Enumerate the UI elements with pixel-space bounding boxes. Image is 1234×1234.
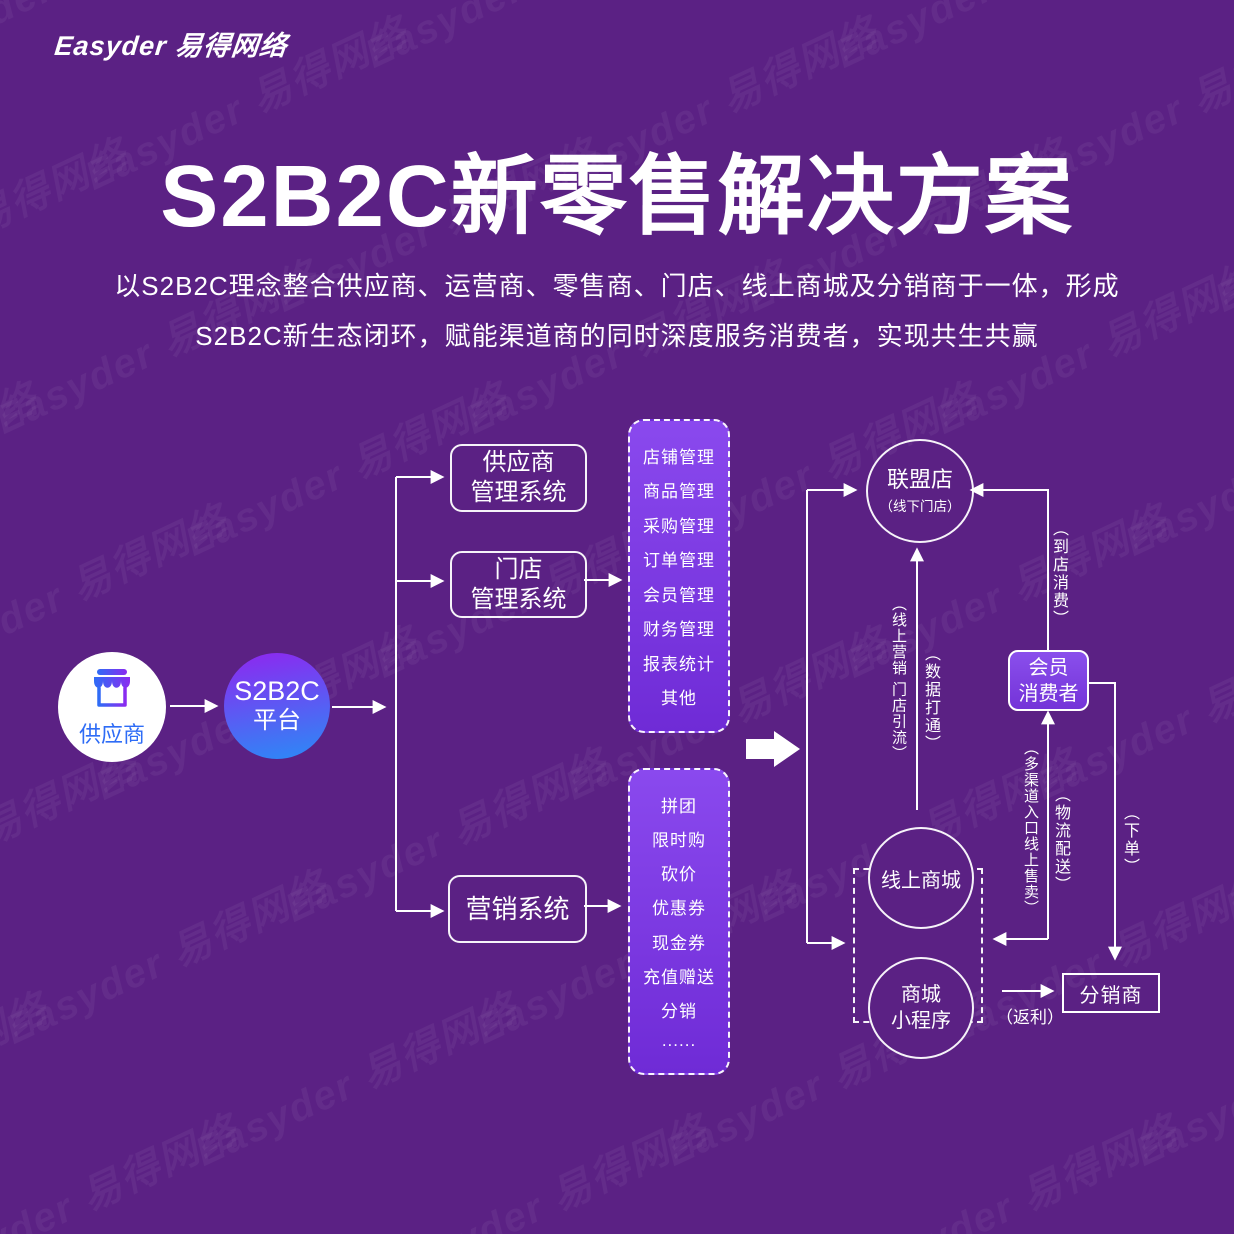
member-label-line1: 会员	[1028, 656, 1069, 679]
platform-label-line1: S2B2C	[234, 676, 320, 707]
panel-item: 财务管理	[643, 620, 715, 640]
brand-logo: Easyder 易得网络	[53, 31, 289, 61]
panel-item: 现金券	[652, 933, 706, 953]
storefront-icon	[88, 667, 136, 714]
platform-label-line2: 平台	[253, 707, 301, 735]
supplier-management-system-box: 供应商 管理系统	[450, 444, 587, 512]
edge-label-data-through: （数据打通）	[922, 645, 939, 753]
big-flow-arrow	[746, 731, 800, 767]
panel-item: 商品管理	[643, 482, 715, 502]
distributor-node: 分销商	[1062, 973, 1160, 1013]
supplier-label: 供应商	[78, 722, 145, 747]
panel-item: 会员管理	[643, 585, 715, 605]
mall-mini-program-node: 商城 小程序	[868, 957, 974, 1059]
store-management-system-box: 门店 管理系统	[450, 551, 587, 618]
system-box-label: 管理系统	[470, 585, 567, 613]
member-label-line2: 消费者	[1018, 682, 1079, 705]
panel-item: 报表统计	[643, 654, 715, 674]
panel-item: 其他	[661, 688, 697, 708]
edge-label-online-marketing: （线上营销 门店引流）	[890, 596, 907, 762]
panel-item: 限时购	[652, 831, 706, 851]
s2b2c-platform-node: S2B2C 平台	[224, 653, 330, 759]
arrow-member-to-distributor	[1089, 682, 1122, 961]
page-title: S2B2C新零售解决方案	[160, 148, 1074, 245]
management-feature-panel: 店铺管理 商品管理 采购管理 订单管理 会员管理 财务管理 报表统计 其他	[628, 419, 730, 733]
system-box-label: 管理系统	[470, 479, 567, 506]
panel-item: 采购管理	[643, 516, 715, 536]
subtitle-line-2: S2B2C新生态闭环，赋能渠道商的同时深度服务消费者，实现共生共赢	[195, 321, 1039, 351]
distributor-label: 分销商	[1079, 984, 1143, 1007]
panel-item: 拼团	[661, 797, 697, 816]
mini-program-label-line1: 商城	[901, 984, 941, 1006]
marketing-system-box: 营销系统	[448, 875, 587, 943]
member-consumer-node: 会员 消费者	[1008, 650, 1089, 711]
arrow-member-to-alliance	[969, 483, 1049, 650]
edge-label-logistics: （物流配送）	[1052, 786, 1069, 894]
panel-item: 店铺管理	[643, 448, 715, 467]
panel-item: 分销	[661, 1001, 697, 1021]
panel-item: 砍价	[661, 865, 697, 885]
supplier-node: 供应商	[58, 652, 166, 762]
mini-program-label-line2: 小程序	[891, 1010, 951, 1032]
online-mall-node: 线上商城	[868, 827, 974, 929]
alliance-store-title: 联盟店	[886, 466, 953, 492]
subtitle-line-1: 以S2B2C理念整合供应商、运营商、零售商、门店、线上商城及分销商于一体，形成	[114, 271, 1120, 301]
panel-item: 优惠券	[652, 899, 706, 919]
system-box-label: 营销系统	[465, 893, 570, 924]
alliance-store-node: 联盟店 （线下门店）	[866, 439, 974, 543]
panel-item: ......	[661, 1030, 697, 1050]
system-box-label: 门店	[494, 555, 543, 583]
edge-label-to-store-consume: （到店消费）	[1050, 520, 1067, 628]
edge-label-place-order: （下单）	[1121, 804, 1138, 876]
edge-label-rebate: （返利）	[996, 1008, 1064, 1027]
panel-item: 订单管理	[643, 551, 715, 571]
marketing-feature-panel: 拼团 限时购 砍价 优惠券 现金券 充值赠送 分销 ......	[628, 768, 730, 1075]
system-box-label: 供应商	[482, 449, 555, 476]
online-mall-label: 线上商城	[881, 869, 961, 892]
edge-label-multi-channel: （多渠道入口线上售卖）	[1022, 740, 1039, 916]
alliance-store-subtitle: （线下门店）	[879, 499, 961, 515]
panel-item: 充值赠送	[643, 967, 715, 987]
